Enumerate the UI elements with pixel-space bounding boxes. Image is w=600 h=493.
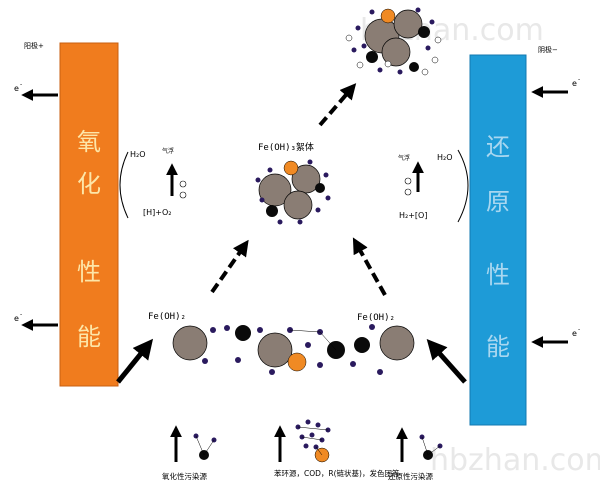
fe-oh2-particles bbox=[172, 324, 415, 375]
cathode-char-3: 性 bbox=[486, 261, 510, 289]
left-products: [H]+O₂ bbox=[143, 208, 171, 217]
anode-electron-bottom: e - bbox=[14, 311, 58, 331]
left-gas-group: H₂O 气浮 [H]+O₂ bbox=[119, 147, 187, 219]
bubble-icon bbox=[179, 191, 187, 199]
left-float-label: 气浮 bbox=[162, 147, 174, 155]
anode-char-3: 性 bbox=[77, 258, 101, 286]
fe-oh2-left-label: Fe(OH)₂ bbox=[148, 312, 186, 322]
watermark-bottom: hbzhan.com bbox=[430, 443, 600, 478]
anode-char-1: 氧 bbox=[77, 128, 101, 156]
right-water: H₂O bbox=[437, 153, 453, 162]
svg-text:-: - bbox=[578, 326, 580, 333]
anode-char-4: 能 bbox=[77, 323, 101, 351]
anode-electron-top: e - bbox=[14, 81, 58, 101]
svg-text:e: e bbox=[14, 84, 19, 93]
fe-oh2-right-label: Fe(OH)₂ bbox=[357, 313, 395, 323]
right-gas-group: 气浮 H₂O H₂+[O] bbox=[398, 149, 469, 223]
svg-text:e: e bbox=[14, 314, 19, 323]
arrow-left-to-floc bbox=[210, 239, 249, 294]
cathode-label: 阴极− bbox=[538, 45, 558, 54]
left-water: H₂O bbox=[130, 150, 146, 159]
cathode-char-2: 原 bbox=[486, 188, 510, 216]
anode-plate bbox=[59, 42, 119, 387]
cathode-char-4: 能 bbox=[486, 333, 510, 361]
cathode-plate bbox=[469, 54, 527, 426]
floated-floc-cluster bbox=[345, 7, 442, 76]
right-bracket bbox=[457, 149, 469, 223]
source-organic: 苯环源，COD，R(链状基)，发色团等 bbox=[274, 419, 400, 478]
arrow-right-to-floc bbox=[352, 237, 387, 296]
source-oxidizing-label: 氧化性污染源 bbox=[162, 471, 207, 481]
svg-text:e: e bbox=[572, 79, 577, 88]
source-organic-label: 苯环源，COD，R(链状基)，发色团等 bbox=[274, 468, 400, 478]
anode: 阳极+ 氧 化 性 能 e - e - bbox=[14, 41, 119, 387]
fe-oh3-floc: Fe(OH)₃絮体 bbox=[255, 141, 331, 225]
source-reducing-label: 还原性污染源 bbox=[388, 471, 433, 481]
floc-label: Fe(OH)₃絮体 bbox=[258, 141, 314, 153]
right-float-label: 气浮 bbox=[398, 154, 410, 162]
bubble-icon bbox=[404, 177, 412, 185]
arrow-to-right-particle bbox=[426, 339, 467, 384]
anode-label: 阳极+ bbox=[24, 41, 44, 50]
source-reducing: 还原性污染源 bbox=[388, 427, 443, 481]
bubble-icon bbox=[404, 188, 412, 196]
right-products: H₂+[O] bbox=[399, 211, 427, 220]
arrow-to-left-particle bbox=[116, 338, 154, 384]
svg-text:-: - bbox=[578, 76, 580, 83]
cathode: 阴极− 还 原 性 能 e - e - bbox=[469, 45, 580, 426]
cathode-electron-bottom: e - bbox=[531, 326, 580, 348]
bubble-icon bbox=[179, 180, 187, 188]
svg-text:-: - bbox=[20, 81, 22, 88]
cathode-char-1: 还 bbox=[486, 133, 510, 161]
left-bracket bbox=[119, 151, 129, 219]
svg-text:-: - bbox=[20, 311, 22, 318]
source-oxidizing: 氧化性污染源 bbox=[162, 425, 217, 481]
arrow-floc-to-float bbox=[318, 83, 357, 127]
anode-char-2: 化 bbox=[77, 170, 101, 198]
cathode-electron-top: e - bbox=[531, 76, 580, 98]
svg-text:e: e bbox=[572, 329, 577, 338]
